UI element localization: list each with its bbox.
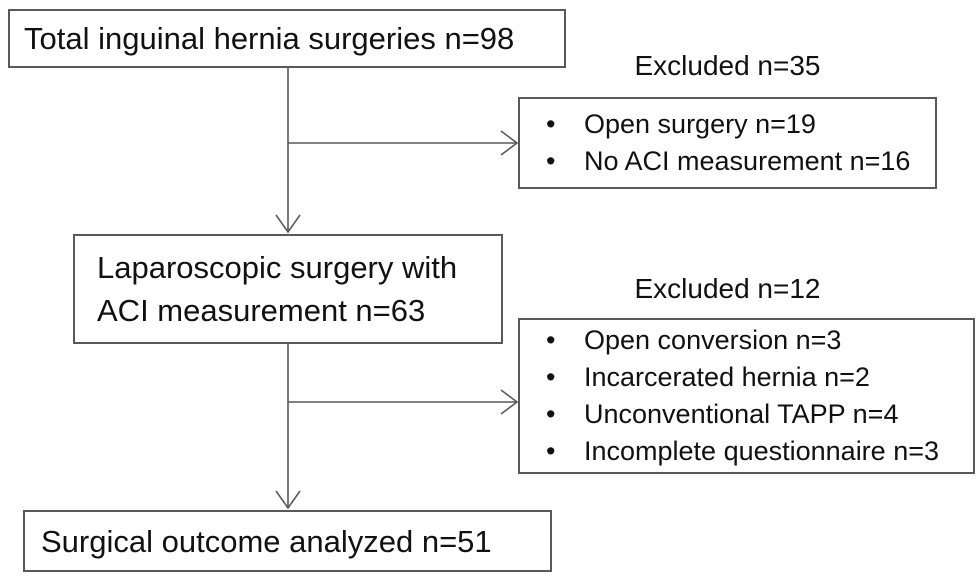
exclusion-box-1: Open surgery n=19 No ACI measurement n=1… [518, 97, 937, 189]
arrowhead-right-excluded-1 [500, 130, 519, 156]
node-total-surgeries-label: Total inguinal hernia surgeries n=98 [24, 21, 515, 56]
arrowhead-down-outcome [275, 490, 301, 510]
exclusion-item: No ACI measurement n=16 [520, 143, 935, 180]
exclusion-item: Open surgery n=19 [520, 106, 935, 143]
exclusion-item: Incarcerated hernia n=2 [520, 359, 973, 396]
node-outcome: Surgical outcome analyzed n=51 [23, 510, 552, 572]
node-total-surgeries: Total inguinal hernia surgeries n=98 [8, 9, 566, 68]
node-laparoscopic: Laparoscopic surgery with ACI measuremen… [73, 234, 503, 344]
exclusion-item: Unconventional TAPP n=4 [520, 396, 973, 433]
arrowhead-down-laparoscopic [275, 214, 301, 234]
exclusion-title-2: Excluded n=12 [634, 273, 821, 304]
exclusion-title-1: Excluded n=35 [634, 50, 821, 81]
exclusion-item: Incomplete questionnaire n=3 [520, 433, 973, 470]
arrowhead-right-excluded-2 [500, 389, 519, 415]
node-laparoscopic-line2: ACI measurement n=63 [97, 293, 426, 328]
exclusion-item: Open conversion n=3 [520, 322, 973, 359]
exclusion-box-2: Open conversion n=3 Incarcerated hernia … [518, 318, 975, 474]
node-laparoscopic-line1: Laparoscopic surgery with [97, 250, 458, 285]
exclusion-list-1: Open surgery n=19 No ACI measurement n=1… [520, 106, 935, 180]
node-outcome-label: Surgical outcome analyzed n=51 [41, 523, 492, 559]
exclusion-list-2: Open conversion n=3 Incarcerated hernia … [520, 322, 973, 470]
